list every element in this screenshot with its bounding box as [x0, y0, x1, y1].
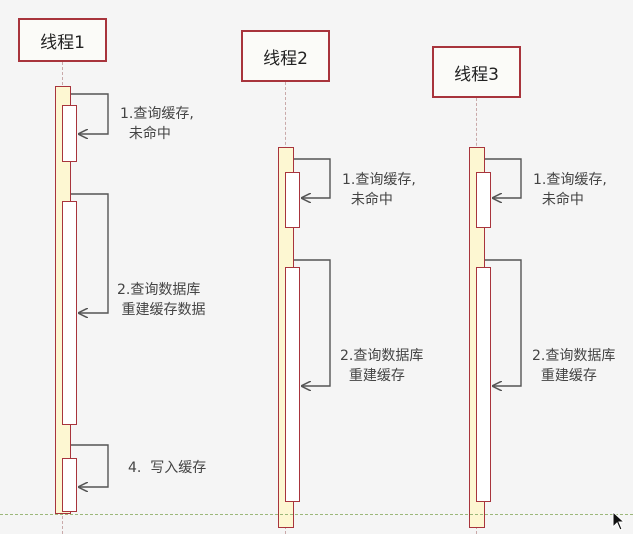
- t3-query-cache-arrow: [485, 158, 522, 198]
- thread-2-header: 线程2: [241, 30, 330, 82]
- t1-query-db-arrow: [71, 193, 109, 313]
- t3-query-db-arrow: [485, 259, 522, 386]
- t3-query-db-label: 2.查询数据库 重建缓存: [532, 348, 616, 384]
- t2-query-cache-arrow: [294, 158, 331, 198]
- thread-2-query-cache-activation: [285, 172, 300, 228]
- thread-3-query-db-activation: [476, 267, 491, 502]
- thread-1-write-cache-activation: [62, 458, 77, 512]
- t2-query-db-label: 2.查询数据库 重建缓存: [340, 348, 424, 384]
- t1-query-db-label: 2.查询数据库 重建缓存数据: [117, 282, 206, 318]
- thread-3-query-cache-activation: [476, 172, 491, 228]
- bottom-baseline: [0, 514, 633, 515]
- t1-write-cache-label: 4. 写入缓存: [128, 460, 207, 476]
- t1-write-cache-arrow: [71, 444, 109, 487]
- thread-1-header: 线程1: [18, 18, 107, 62]
- t2-query-db-arrow: [294, 259, 331, 386]
- thread-2-query-db-activation: [285, 267, 300, 502]
- t3-query-cache-label: 1.查询缓存, 未命中: [533, 172, 607, 208]
- thread-1-query-db-activation: [62, 201, 77, 425]
- t1-query-cache-arrow: [71, 93, 109, 134]
- t2-query-cache-label: 1.查询缓存, 未命中: [342, 172, 416, 208]
- thread-1-query-cache-activation: [62, 105, 77, 162]
- t1-query-cache-label: 1.查询缓存, 未命中: [120, 106, 194, 142]
- thread-3-label: 线程3: [454, 64, 499, 85]
- thread-2-label: 线程2: [263, 48, 308, 69]
- thread-1-label: 线程1: [40, 32, 85, 53]
- thread-3-header: 线程3: [432, 46, 521, 98]
- mouse-cursor-icon: [612, 511, 626, 531]
